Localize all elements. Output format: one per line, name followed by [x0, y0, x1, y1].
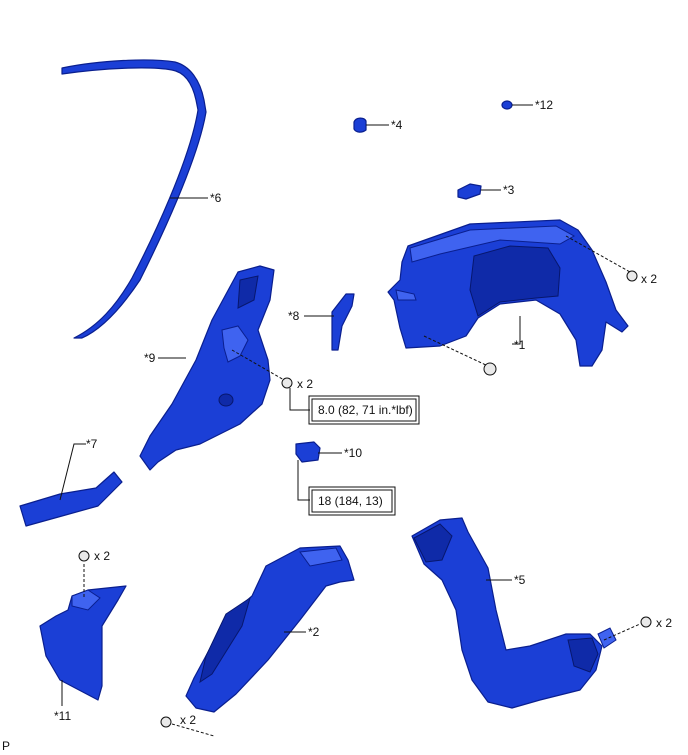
part-11-cover [39, 585, 127, 701]
callout-11: *11 [54, 709, 71, 723]
part-2-duct [185, 545, 355, 713]
callout-12: *12 [535, 98, 553, 112]
torque-value-1: 8.0 (82, 71 in.*lbf) [318, 403, 413, 417]
part-1-quarter-trim [387, 219, 629, 367]
callout-8: *8 [288, 309, 300, 323]
part-3-clip [457, 183, 482, 200]
clip-icon [160, 716, 172, 728]
callout-3: *3 [503, 183, 515, 197]
callout-5: *5 [514, 573, 526, 587]
leader-9-bolt [231, 349, 285, 381]
qty-part5-clip: x 2 [656, 616, 672, 630]
leader-5-clip [603, 623, 641, 641]
leader-1 [512, 316, 521, 345]
callout-10: *10 [344, 446, 362, 460]
callout-6: *6 [210, 191, 222, 205]
callout-7: *7 [86, 437, 98, 451]
qty-part9-bolt: x 2 [297, 377, 313, 391]
callout-9: *9 [144, 351, 156, 365]
qty-part2-clip: x 2 [180, 713, 196, 727]
torque-value-2: 18 (184, 13) [318, 494, 383, 508]
qty-part11-clip: x 2 [94, 549, 110, 563]
clip-icon [483, 362, 497, 376]
clip-icon [640, 616, 652, 628]
leader-1-bottom-fastener [423, 335, 489, 367]
bolt-icon [281, 377, 293, 389]
footer-code: P [2, 739, 10, 753]
part-5-duct [411, 517, 617, 709]
leader-1-top-fastener [565, 235, 631, 273]
callout-4: *4 [391, 118, 403, 132]
part-8-bracket [331, 293, 355, 351]
qty-right-top: x 2 [641, 272, 657, 286]
callout-1: *1 [514, 338, 526, 352]
leader-torque-2 [297, 460, 310, 501]
part-4-cover [353, 117, 367, 133]
leader-2-clip [171, 723, 215, 737]
leader-torque-1 [289, 388, 310, 411]
clip-icon [626, 270, 638, 282]
part-12-cap [501, 100, 513, 110]
callout-2: *2 [308, 625, 320, 639]
part-6-weatherstrip [61, 59, 207, 339]
clip-icon [78, 550, 90, 562]
torque-box-1: 8.0 (82, 71 in.*lbf) [308, 395, 420, 425]
leader-7 [59, 443, 86, 501]
part-10-bracket [295, 441, 321, 463]
torque-box-2: 18 (184, 13) [308, 486, 396, 516]
part-9-pillar-garnish [139, 265, 275, 471]
part-7-scuff-plate [19, 471, 123, 527]
